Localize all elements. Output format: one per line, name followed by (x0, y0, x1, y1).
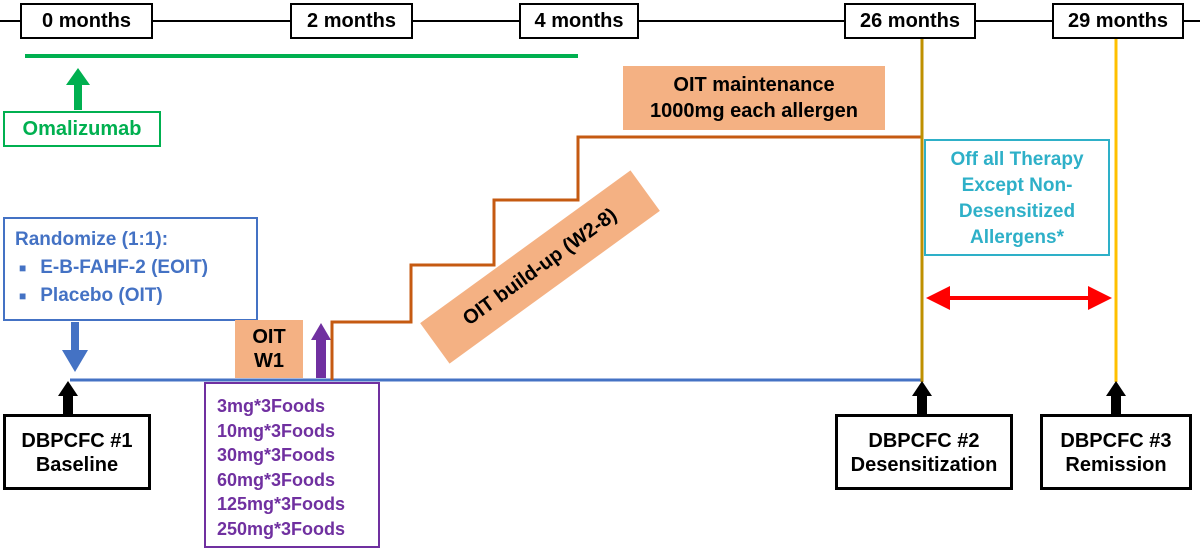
omalizumab-box: Omalizumab (3, 111, 161, 147)
oit-w1-line2: W1 (254, 350, 284, 372)
timeline-label-2-months: 2 months (290, 3, 413, 39)
off-therapy-line3: Desensitized (958, 201, 1076, 222)
randomize-box: Randomize (1:1): ■E-B-FAHF-2 (EOIT) ■Pla… (3, 217, 258, 321)
dose-item: 125mg*3Foods (217, 494, 346, 514)
dbpcfc-2-subtitle: Desensitization (850, 454, 998, 476)
dbpcfc-1-title: DBPCFC #1 (21, 430, 133, 452)
off-therapy-line4: Allergens* (970, 227, 1064, 248)
oit-w1-box: OIT W1 (235, 320, 303, 378)
randomize-arrow (62, 322, 88, 372)
dbpcfc-1-subtitle: Baseline (35, 454, 119, 476)
dbpcfc-3-subtitle: Remission (1065, 454, 1167, 476)
omalizumab-arrow (66, 68, 90, 110)
randomize-title: Randomize (1:1): (15, 229, 169, 250)
buildup-staircase (330, 135, 922, 380)
dose-item: 250mg*3Foods (217, 518, 346, 539)
timeline-label-29-months: 29 months (1052, 3, 1184, 39)
dose-item: 30mg*3Foods (217, 445, 336, 465)
oit-maintenance-line1: OIT maintenance (673, 74, 835, 96)
oit-w1-line1: OIT (252, 326, 286, 348)
off-therapy-box: Off all Therapy Except Non- Desensitized… (924, 139, 1110, 256)
omalizumab-label: Omalizumab (22, 117, 142, 140)
dbpcfc-3-box: DBPCFC #3 Remission (1040, 414, 1192, 490)
dbpcfc-2-box: DBPCFC #2 Desensitization (835, 414, 1013, 490)
dbpcfc-1-box: DBPCFC #1 Baseline (3, 414, 151, 490)
off-therapy-line2: Except Non- (961, 175, 1073, 196)
oit-maintenance-line2: 1000mg each allergen (650, 100, 858, 122)
randomize-item: ■E-B-FAHF-2 (EOIT) (19, 257, 209, 279)
timeline-label-0-months: 0 months (20, 3, 153, 39)
timeline-label-26-months: 26 months (844, 3, 976, 39)
w1-arrow (311, 323, 331, 378)
oit-maintenance-box: OIT maintenance 1000mg each allergen (623, 66, 885, 130)
dbpcfc3-arrow (1106, 381, 1126, 414)
dbpcfc-3-title: DBPCFC #3 (1060, 430, 1172, 452)
dose-item: 60mg*3Foods (217, 469, 336, 490)
off-therapy-line1: Off all Therapy (950, 149, 1084, 170)
dbpcfc1-arrow (58, 381, 78, 414)
dbpcfc2-arrow (912, 381, 932, 414)
timeline-label-4-months: 4 months (519, 3, 639, 39)
randomize-item: ■Placebo (OIT) (19, 285, 163, 307)
dose-item: 10mg*3Foods (217, 420, 336, 441)
dose-item: 3mg*3Foods (217, 396, 326, 416)
dose-schedule-box: 3mg*3Foods 10mg*3Foods 30mg*3Foods 60mg*… (204, 382, 380, 548)
dbpcfc-2-title: DBPCFC #2 (868, 430, 980, 452)
